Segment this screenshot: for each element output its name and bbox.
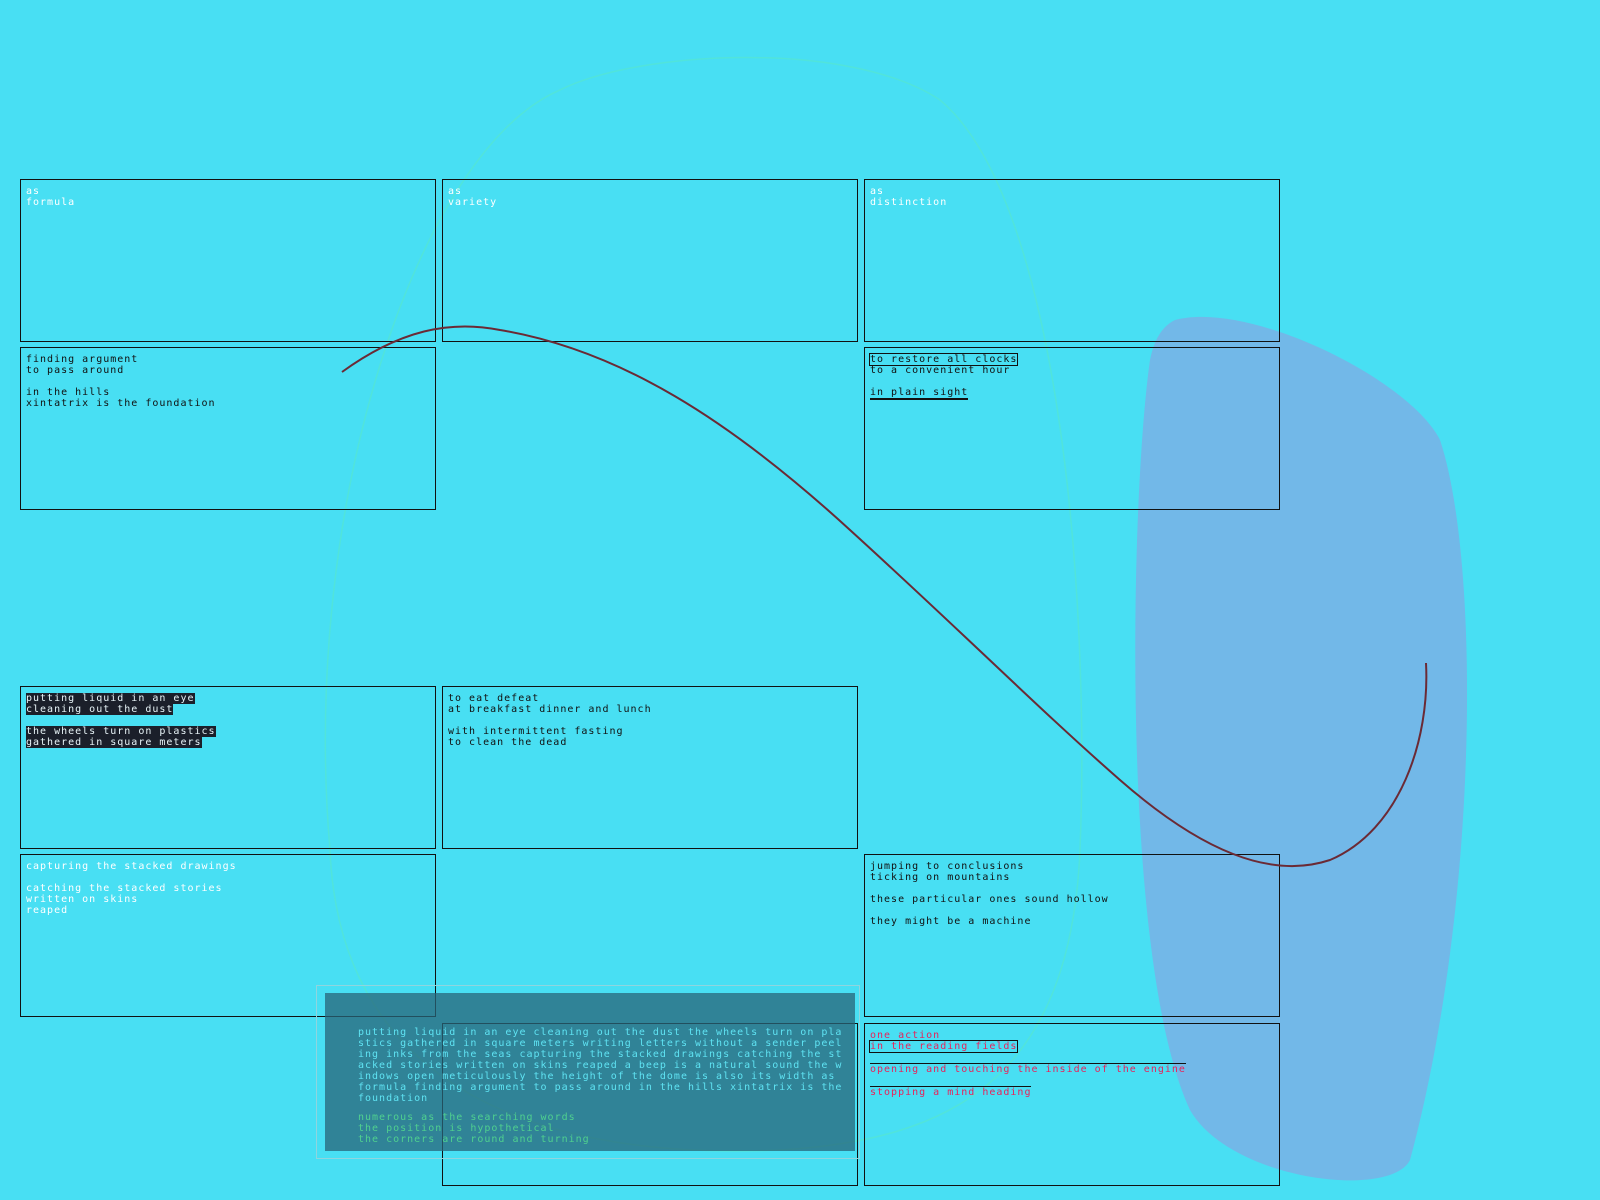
overlay-frame xyxy=(316,985,860,1159)
panel-putting-liquid: putting liquid in an eye cleaning out th… xyxy=(20,686,436,849)
panel-text: at breakfast dinner and lunch xyxy=(448,704,652,715)
panel-text: cleaning out the dust xyxy=(26,704,174,715)
panel-text xyxy=(870,376,1274,387)
panel-text: to a convenient hour xyxy=(870,365,1011,376)
panel-text xyxy=(870,905,1274,916)
panel-text: formula xyxy=(26,197,76,208)
panel-text: written on skins xyxy=(26,894,139,905)
panel-text: stopping a mind heading xyxy=(870,1086,1032,1098)
panel-restore-clocks: to restore all clocks to a convenient ho… xyxy=(864,347,1280,510)
panel-text: as xyxy=(870,186,885,197)
panel-text: catching the stacked stories xyxy=(26,883,223,894)
panel-text: variety xyxy=(448,197,498,208)
panel-text: to clean the dead xyxy=(448,737,568,748)
panel-text: in plain sight xyxy=(870,387,969,400)
panel-one-action: one action in the reading fields opening… xyxy=(864,1023,1280,1186)
panel-text: distinction xyxy=(870,197,948,208)
panel-text: ticking on mountains xyxy=(870,872,1011,883)
panel-variety: as variety xyxy=(442,179,858,342)
panel-finding-argument: finding argument to pass around in the h… xyxy=(20,347,436,510)
panel-text: to eat defeat xyxy=(448,693,540,704)
panel-text xyxy=(870,1052,1274,1063)
panel-text: to restore all clocks xyxy=(868,353,1019,366)
ghost-line: numerous as the searching words xyxy=(358,1112,576,1123)
panel-text: one action xyxy=(870,1030,941,1041)
panel-text: as xyxy=(448,186,463,197)
panel-distinction: as distinction xyxy=(864,179,1280,342)
panel-eat-defeat: to eat defeat at breakfast dinner and lu… xyxy=(442,686,858,849)
overlay-box xyxy=(325,993,855,1151)
panel-text xyxy=(870,1075,1274,1086)
panel-capturing: capturing the stacked drawings catching … xyxy=(20,854,436,1017)
panel-text: gathered in square meters xyxy=(26,737,202,748)
panel-text: with intermittent fasting xyxy=(448,726,624,737)
panel-text xyxy=(26,872,430,883)
panel-text: to pass around xyxy=(26,365,125,376)
panel-text: they might be a machine xyxy=(870,916,1032,927)
panel-text: finding argument xyxy=(26,354,139,365)
panel-text: xintatrix is the foundation xyxy=(26,398,216,409)
panel-text: putting liquid in an eye xyxy=(26,693,195,704)
panel-text: these particular ones sound hollow xyxy=(870,894,1109,905)
panel-text: the wheels turn on plastics xyxy=(26,726,216,737)
ghost-line: the position is hypothetical xyxy=(358,1123,555,1134)
panel-text: in the reading fields xyxy=(868,1040,1019,1053)
panel-jumping: jumping to conclusions ticking on mounta… xyxy=(864,854,1280,1017)
panel-formula: as formula xyxy=(20,179,436,342)
panel-text: reaped xyxy=(26,905,69,916)
panel-text: opening and touching the inside of the e… xyxy=(870,1063,1186,1075)
panel-text: in the hills xyxy=(26,387,111,398)
panel-text xyxy=(870,883,1274,894)
panel-text xyxy=(26,376,430,387)
panel-text: jumping to conclusions xyxy=(870,861,1025,872)
panel-text xyxy=(448,715,852,726)
panel-text: capturing the stacked drawings xyxy=(26,861,237,872)
ghost-line: the corners are round and turning xyxy=(358,1134,590,1145)
panel-text: as xyxy=(26,186,41,197)
overlay-text: putting liquid in an eye cleaning out th… xyxy=(358,1027,843,1104)
